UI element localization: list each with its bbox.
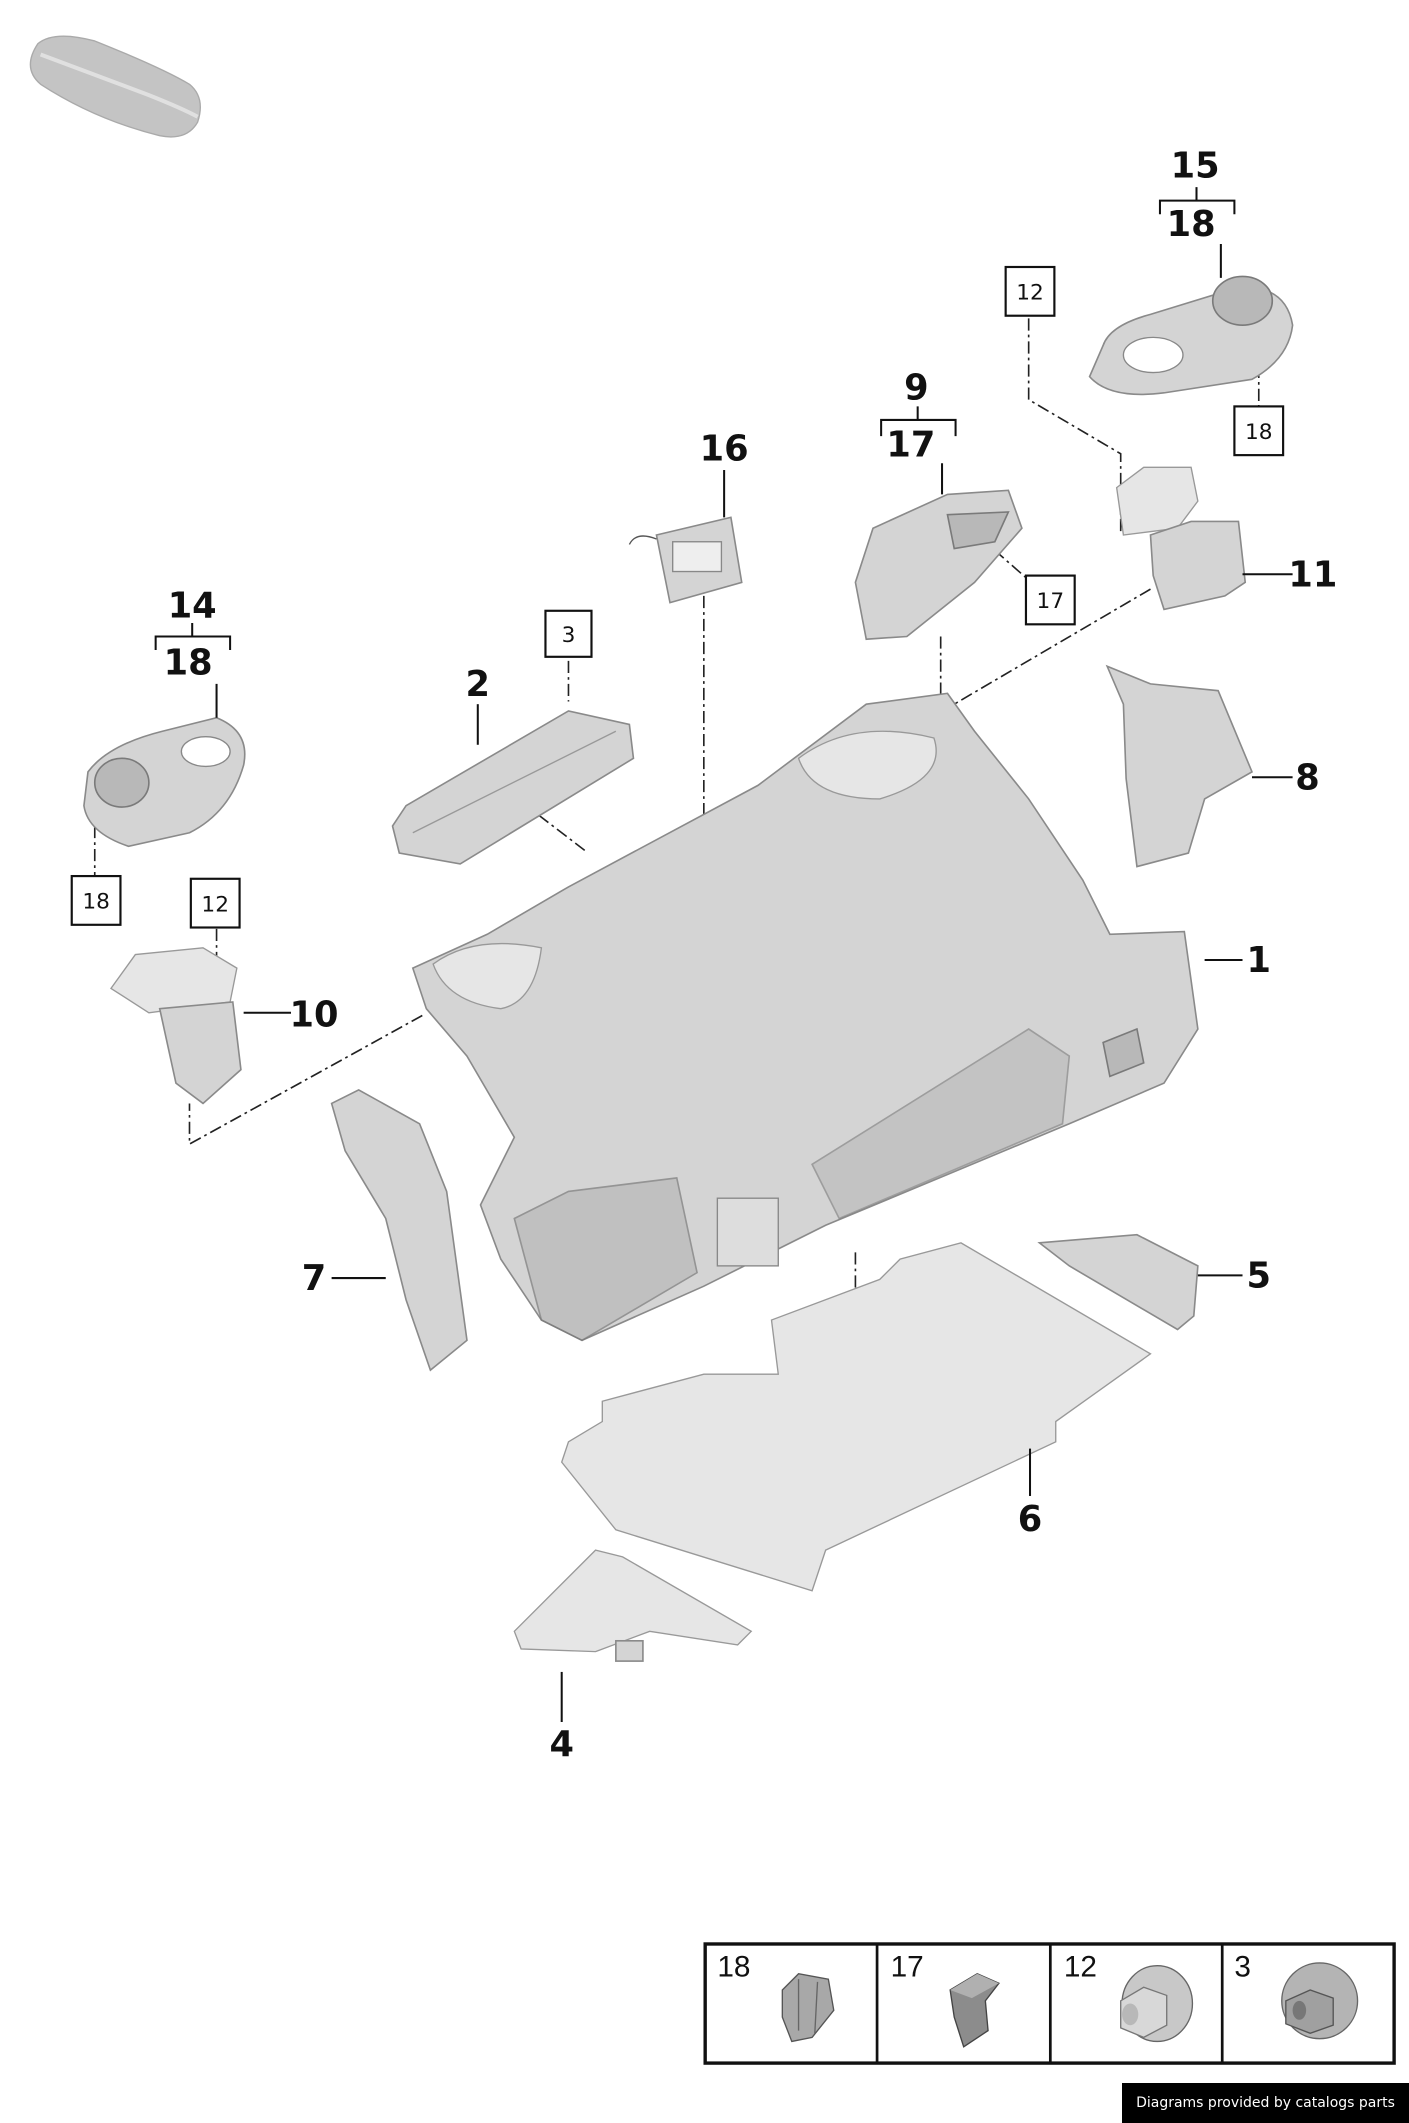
leader-lines [154,187,1293,1723]
boxed-ref-12-top[interactable]: 12 [1016,280,1044,305]
callout-14-sub[interactable]: 18 [164,642,213,683]
callout-2[interactable]: 2 [466,664,490,705]
boxed-ref-3[interactable]: 3 [562,623,576,648]
boxed-ref-18-left[interactable]: 18 [82,890,110,915]
callout-6[interactable]: 6 [1018,1499,1042,1540]
footer-text: Diagrams provided by catalogs parts [1136,2095,1395,2111]
washer-nut-icon [1281,1962,1359,2040]
part-11-bracket [1115,466,1247,611]
part-6-floor-cover [560,1242,1152,1592]
boxed-ref-18-top[interactable]: 18 [1245,420,1273,445]
part-4-panel [513,1549,753,1662]
callout-5[interactable]: 5 [1247,1256,1271,1297]
part-8-trim [1105,664,1254,868]
flange-nut-icon [1120,1964,1194,2043]
legend-number-18: 18 [717,1950,750,1983]
clip-icon [781,1973,835,2043]
part-9-bracket [854,489,1023,641]
callout-9[interactable]: 9 [904,368,928,409]
callout-15-sub[interactable]: 18 [1167,204,1216,245]
callout-8[interactable]: 8 [1295,757,1319,798]
part-2-panel [391,710,635,865]
callout-10[interactable]: 10 [290,994,339,1035]
part-10-bracket [110,947,242,1105]
callout-4[interactable]: 4 [549,1724,573,1765]
callout-16[interactable]: 16 [700,429,749,470]
callout-15[interactable]: 15 [1171,146,1220,187]
spring-clip-icon [949,1973,1000,2048]
attribution-footer: Diagrams provided by catalogs parts [1122,2083,1409,2123]
part-16-lamp [628,516,743,604]
legend-number-12: 12 [1064,1950,1097,1983]
part-15-cover [1088,275,1294,396]
boxed-ref-17[interactable]: 17 [1037,589,1065,614]
legend-number-3: 3 [1234,1950,1251,1983]
callout-9-sub[interactable]: 17 [886,424,935,465]
callout-1[interactable]: 1 [1247,940,1271,981]
car-orientation-icon [29,35,201,138]
legend-number-17: 17 [891,1950,924,1983]
callout-11[interactable]: 11 [1288,554,1337,595]
callout-14[interactable]: 14 [168,586,217,627]
part-14-cover [83,716,246,848]
part-1-luggage-compartment-lining [411,692,1199,1342]
boxed-ref-12-left[interactable]: 12 [201,892,229,917]
part-7-trim [330,1089,468,1372]
callout-7[interactable]: 7 [302,1258,326,1299]
part-5-panel [1037,1233,1199,1331]
fastener-legend: 18 17 12 3 [703,1942,1396,2065]
